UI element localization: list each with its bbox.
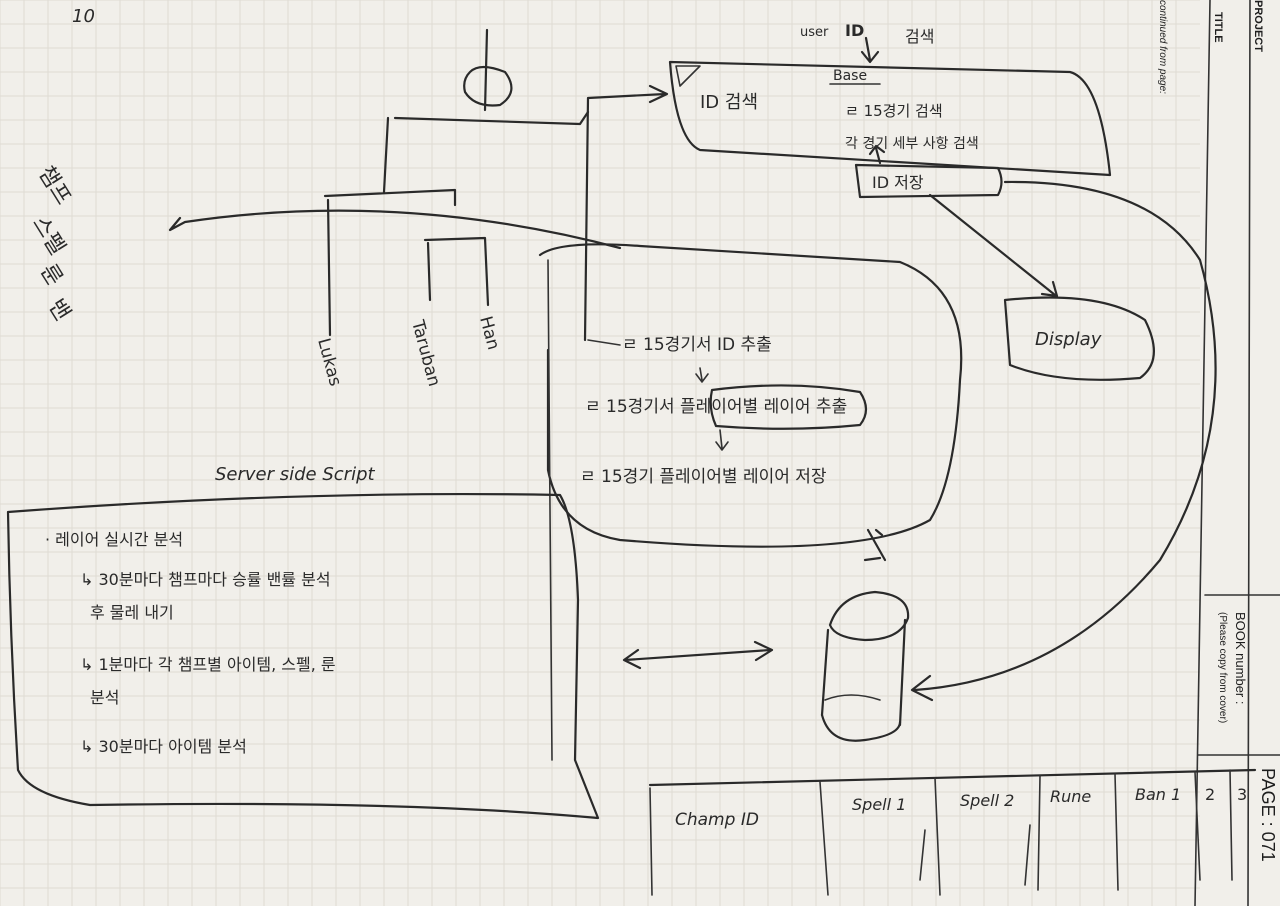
highlight-oval [709,384,868,430]
database-icon [820,590,910,742]
table-col-ban-2: 2 [1205,785,1215,804]
server-script-line-3: 후 물레 내기 [90,603,174,622]
server-script-line-5: 분석 [90,688,119,707]
display-label: Display [1035,329,1102,350]
field-table: Champ ID Spell 1 Spell 2 Rune Ban 1 2 3 [648,768,1257,896]
branch-left-label: Lukas [313,336,345,388]
process-step-1: ㄹ 15경기서 ID 추출 [622,335,772,355]
project-label: PROJECT [1252,0,1264,52]
search-box-line-1: ㄹ 15경기 검색 [845,102,943,120]
up-arrow-icon [868,144,886,165]
search-box: ID 검색 Base ㄹ 15경기 검색 각 경기 세부 사항 검색 [668,60,1112,177]
user-label: user [800,25,829,40]
server-script-heading: Server side Script [215,464,375,485]
store-to-db-arrow-icon [910,180,1217,702]
search-action-label: 검색 [905,27,934,46]
process-step-2: ㄹ 15경기서 플레이어별 레이어 추출 [585,397,847,417]
search-box-tag: Base [833,68,867,84]
store-box-label: ID 저장 [872,173,924,192]
table-col-ban-3: 3 [1237,785,1247,804]
title-label: TITLE [1212,12,1224,43]
server-script-line-1: · 레이어 실시간 분석 [45,530,183,549]
display-box: Display [928,193,1155,381]
branch-right-label: Han [475,314,503,352]
margin-strip: TITLE PROJECT continued from page: BOOK … [1157,0,1280,906]
server-script-line-6: ↳ 30분마다 아이템 분석 [80,737,247,756]
to-db-arrow-icon [863,528,887,562]
continued-label: continued from page: [1157,0,1168,94]
side-note-line-2: 스펠 [27,212,70,260]
side-note-line-1: 챔프 [33,162,76,210]
down-arrow-icon [860,36,880,64]
server-script-line-4: ↳ 1분마다 각 챔프별 아이템, 스펠, 룬 [80,655,336,674]
table-col-rune: Rune [1050,787,1091,806]
table-col-spell-2: Spell 2 [960,791,1014,810]
search-box-line-2: 각 경기 세부 사항 검색 [845,136,979,152]
process-box: ㄹ 15경기서 ID 추출 ㄹ 15경기서 플레이어별 레이어 추출 ㄹ 15경… [538,243,963,761]
store-box: ID 저장 [854,144,1003,199]
user-id-label: ID [845,21,864,40]
page-grid [0,0,1200,906]
to-search-arrow-icon [583,84,669,342]
book-number-label: BOOK number : [1233,612,1248,704]
table-col-ban-1: Ban 1 [1135,785,1181,804]
process-step-3: ㄹ 15경기 플레이어별 레이어 저장 [580,467,827,487]
table-col-spell-1: Spell 1 [852,795,906,814]
table-col-champ-id: Champ ID [675,810,759,830]
book-number-hint: (Please copy from cover) [1217,612,1228,723]
search-box-title: ID 검색 [700,92,758,113]
side-note: 챔프 스펠 룬 밴 [27,162,76,325]
user-search: user ID 검색 [800,21,934,64]
server-script: Server side Script · 레이어 실시간 분석 ↳ 30분마다 … [6,464,600,820]
branch-middle-label: Taruban [407,317,444,389]
server-script-line-2: ↳ 30분마다 챔프마다 승률 밴률 분석 [80,570,331,589]
corner-mark: 10 [72,6,95,27]
page-number: PAGE : 071 [1258,768,1278,862]
double-arrow-icon [622,640,774,670]
to-display-arrow-icon [928,193,1059,298]
